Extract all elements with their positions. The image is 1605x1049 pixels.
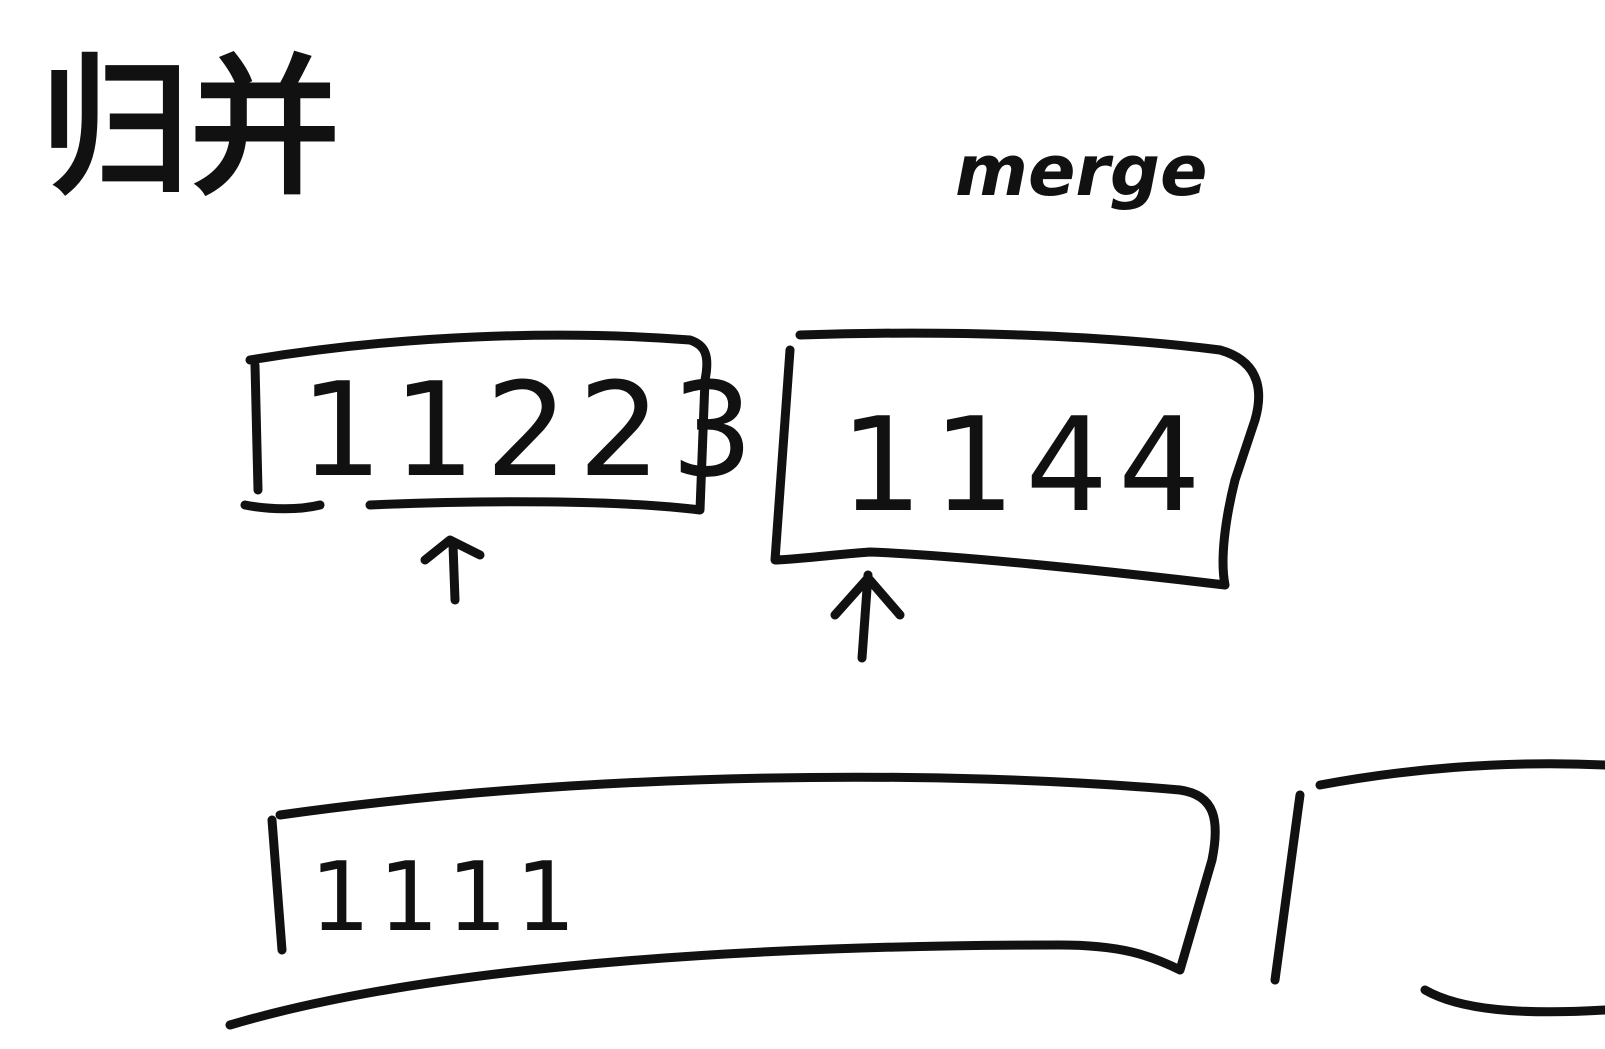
right-pointer-arrow [830, 570, 905, 663]
page-title: 归并 [40, 42, 340, 216]
right-array-box [770, 328, 1264, 590]
result-array-box [225, 772, 1220, 1030]
partial-next-box [1270, 759, 1605, 1017]
merge-label: merge [955, 130, 1208, 212]
left-array-box [240, 330, 712, 515]
right-array-values: 1144 [840, 389, 1211, 541]
result-array-values: 1111 [310, 843, 584, 953]
left-pointer-arrow [420, 535, 485, 605]
left-array-values: 11223 [300, 354, 764, 506]
